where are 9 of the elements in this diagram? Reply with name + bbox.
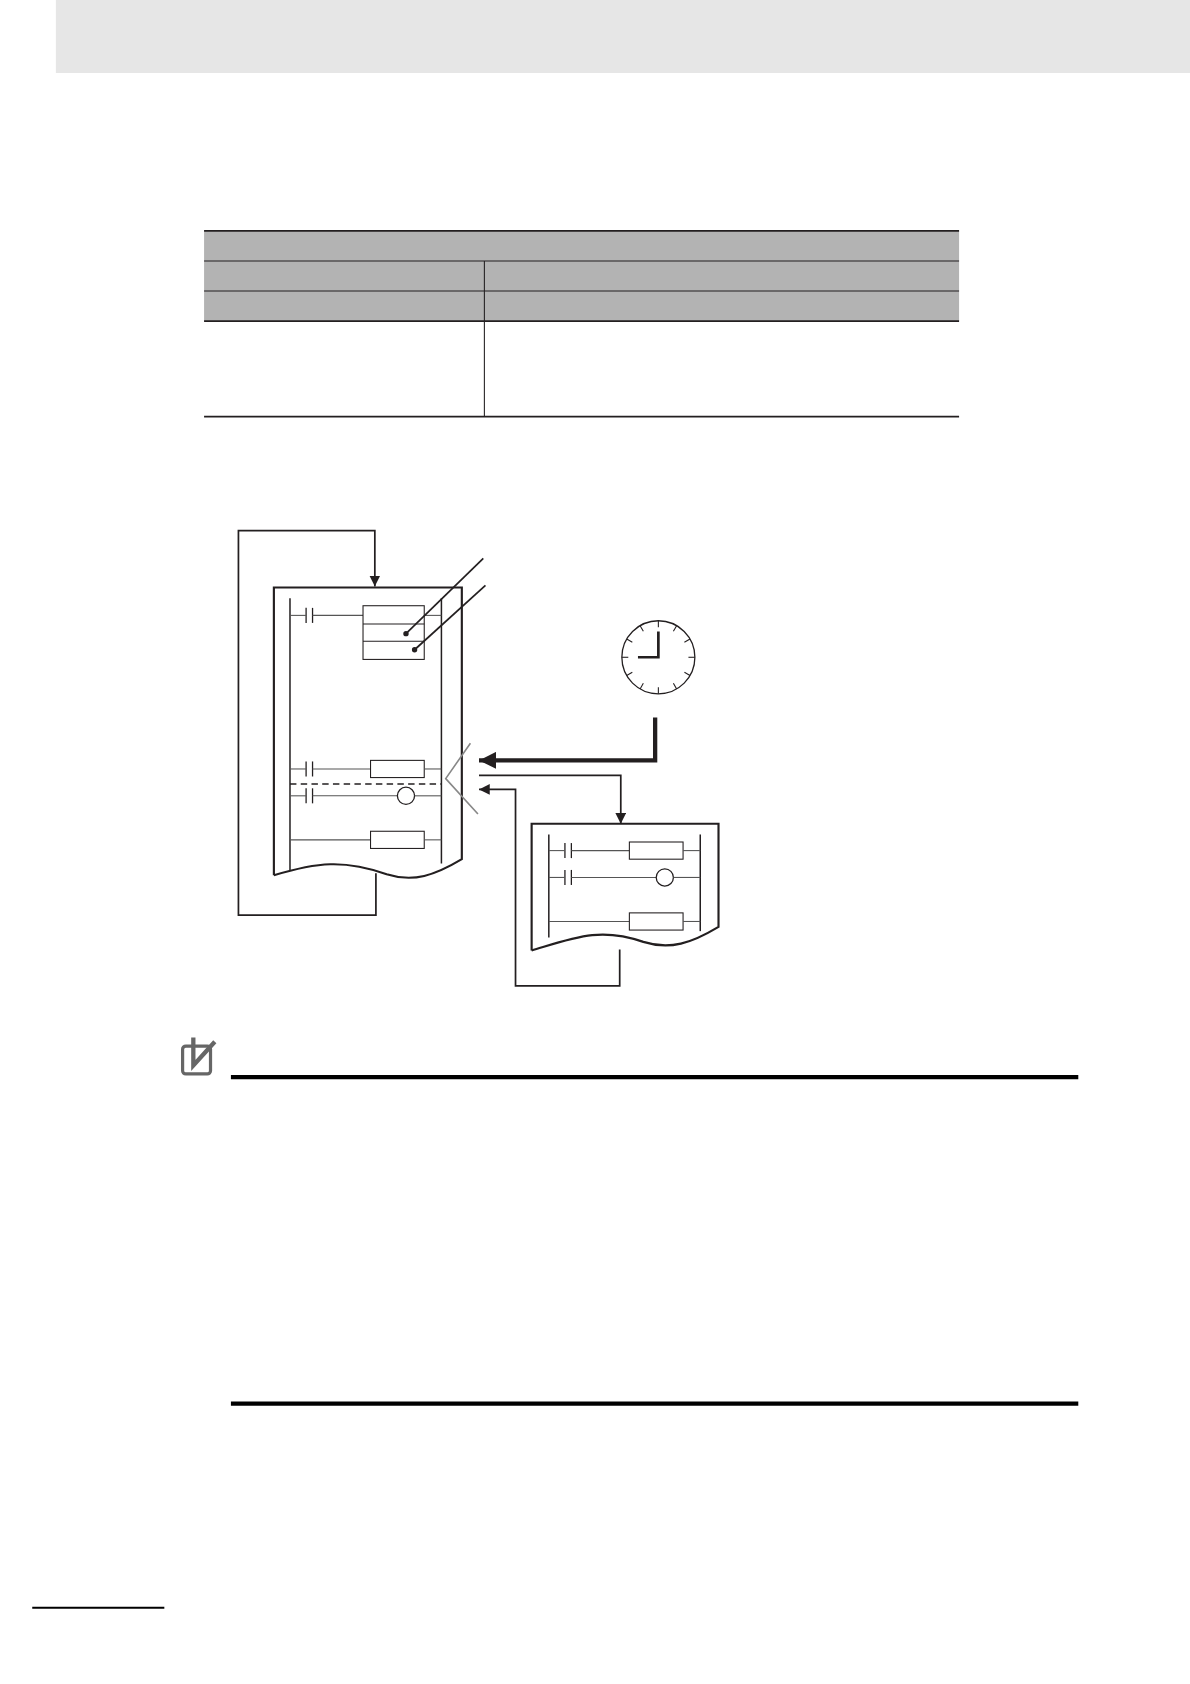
leader-line (411, 584, 487, 653)
ladder-program-sheet (272, 586, 479, 879)
ladder-program-sheet (530, 822, 720, 952)
arrow (479, 717, 658, 769)
arrow (237, 529, 381, 916)
leader-line (403, 557, 485, 637)
arrow (478, 784, 621, 987)
clock-icon (621, 620, 696, 695)
arrow (478, 774, 627, 825)
